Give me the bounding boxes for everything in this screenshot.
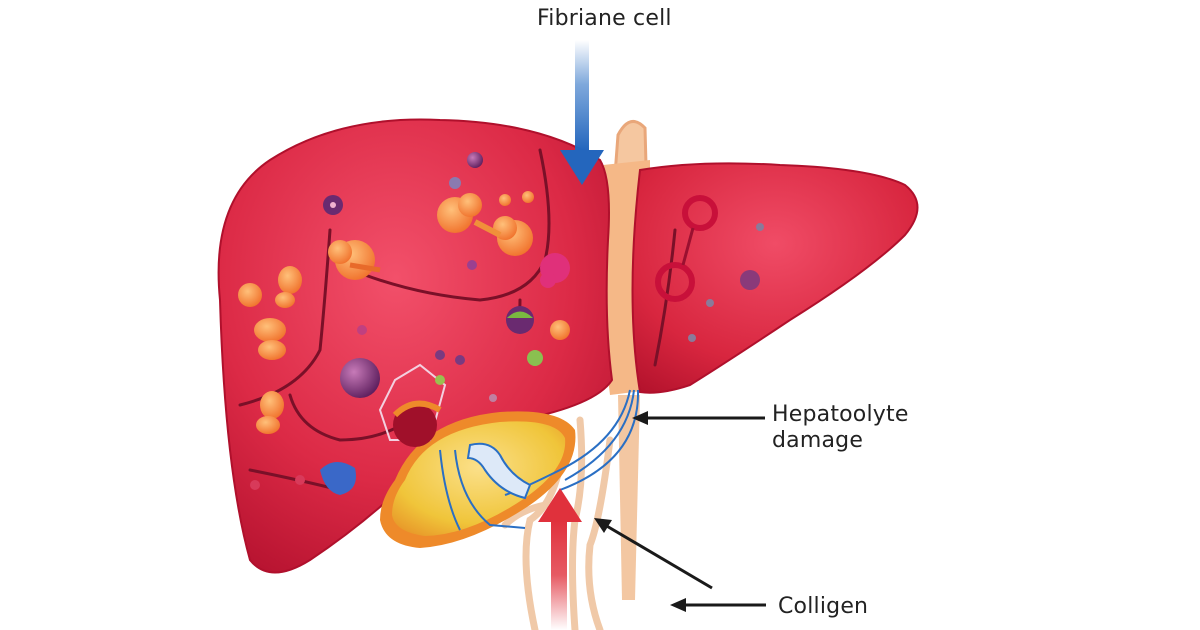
red-up-arrow-icon	[538, 488, 582, 630]
cell-clusters	[238, 152, 570, 495]
right-lobe-clusters	[655, 195, 764, 342]
gallbladder	[380, 411, 576, 548]
liver-left-lobe	[631, 162, 919, 394]
label-hepatocyte-line2: damage	[772, 428, 864, 453]
cystic-duct	[466, 442, 532, 500]
label-fibriane-cell: Fibriane cell	[537, 6, 672, 31]
label-hepatocyte-line1: Hepatoolyte	[772, 402, 909, 427]
callout-arrows	[594, 411, 766, 612]
label-hepatocyte-damage: Hepatoolyte damage	[772, 402, 909, 454]
blue-down-arrow-icon	[560, 40, 604, 185]
label-collagen: Colligen	[778, 594, 869, 619]
